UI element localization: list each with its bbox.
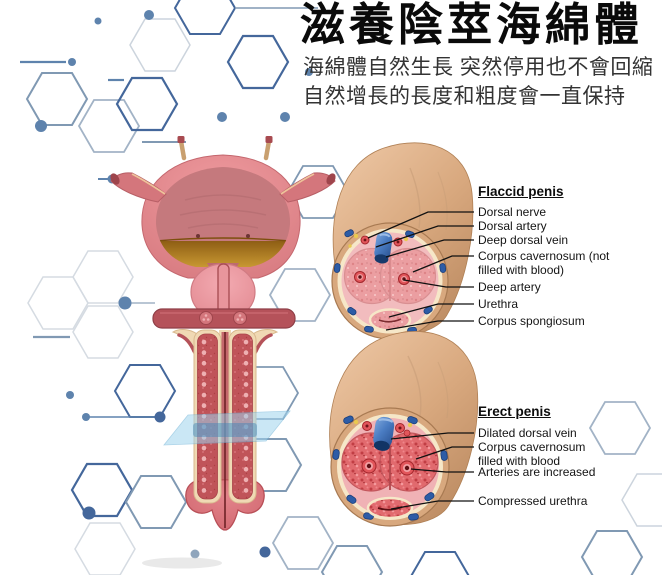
deep-arteries-erect [361,458,415,476]
ureter-stubs [177,136,273,161]
subtitle-line-2: 自然增長的長度和粗度會一直保持 [303,85,626,108]
dorsal-nerves-erect [353,419,413,428]
label-dorsal-nerve: Dorsal nerve [478,205,547,219]
crura-flares [171,329,279,355]
transverse-cut-plane [163,410,291,446]
label-corpus-cavernosum-flaccid: Corpus cavernosum (not filled with blood… [478,249,610,277]
leader-lines-flaccid [367,211,474,331]
label-dilated-dorsal-vein: Dilated dorsal vein [478,426,577,440]
urogenital-longitudinal-diagram [110,136,336,569]
deep-arteries-flaccid [354,271,410,285]
dilated-dorsal-vein-erect [373,416,395,451]
label-compressed-urethra: Compressed urethra [478,494,588,508]
peripheral-veins-flaccid [333,229,447,334]
dorsal-arteries-erect [362,421,411,437]
label-urethra: Urethra [478,297,519,311]
node-dots [35,10,313,559]
ground-shadow [142,557,222,569]
label-dorsal-artery: Dorsal artery [478,219,547,233]
label-corpus-cavernosum-erect: Corpus cavernosum filled with blood [478,440,586,468]
deep-dorsal-vein-flaccid [374,231,393,264]
compressed-urethra-erect [366,496,414,520]
dorsal-nerves-flaccid [348,233,409,248]
erect-penis-figure [329,331,479,527]
label-deep-artery: Deep artery [478,280,541,294]
peripheral-veins-erect [332,415,448,521]
label-arteries-increased: Arteries are increased [478,465,596,479]
erect-cross-section [330,407,450,527]
main-title: 滋養陰莖海綿體 [300,0,644,50]
flaccid-cross-section [331,222,449,340]
pelvic-muscle-band [152,308,296,329]
label-corpus-spongiosum: Corpus spongiosum [478,314,585,328]
leader-lines-erect [390,432,474,510]
erect-section-heading: Erect penis [478,404,551,419]
flaccid-penis-figure [331,142,474,340]
lateral-duct-wings [110,172,336,203]
label-deep-dorsal-vein: Deep dorsal vein [478,233,569,247]
flaccid-section-heading: Flaccid penis [478,184,564,199]
hexagon-background [20,0,662,575]
subtitle-line-1: 海綿體自然生長 突然停用也不會回縮 [303,56,654,79]
bladder [141,154,301,279]
cut-vessel-rosettes [199,311,247,325]
